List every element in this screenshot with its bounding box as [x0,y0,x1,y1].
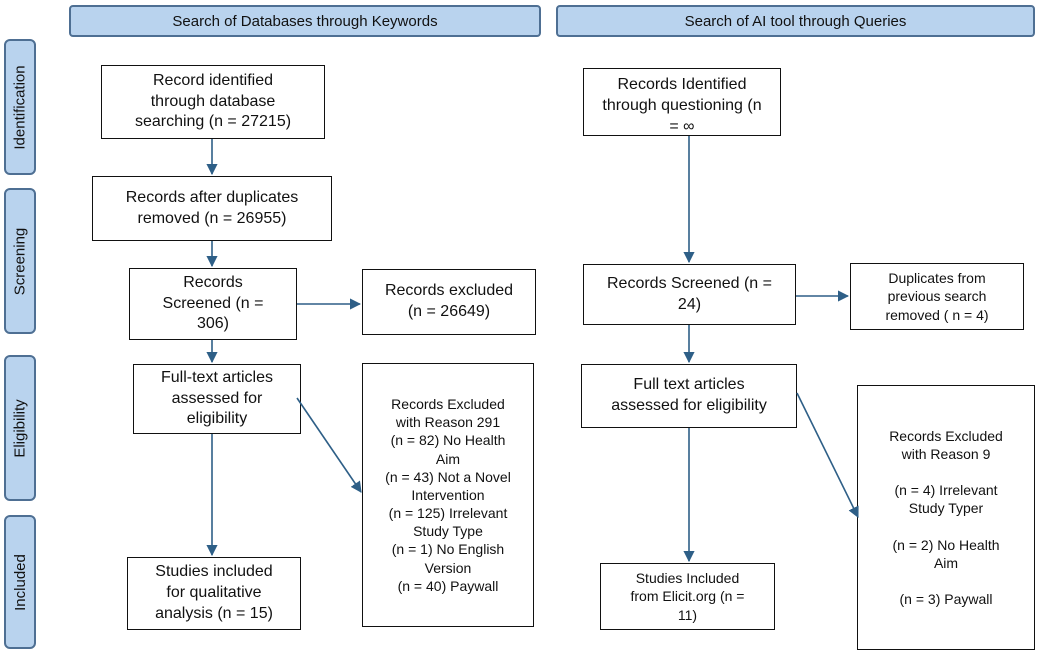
arrow-left-fulltext-to-reasons [296,397,362,493]
left-screened-box: Records Screened (n = 306) [129,268,297,340]
phase-identification: Identification [4,39,36,175]
phase-eligibility: Eligibility [4,355,36,501]
right-excluded-reasons-box: Records Excluded with Reason 9 (n = 4) I… [857,385,1035,650]
arrow-right-fulltext-to-reasons [796,392,859,519]
header-ai-tool: Search of AI tool through Queries [556,5,1035,37]
left-duplicates-removed-box: Records after duplicates removed (n = 26… [92,176,332,241]
right-screened-box: Records Screened (n = 24) [583,264,796,325]
left-excluded-reasons-box: Records Excluded with Reason 291 (n = 82… [362,363,534,627]
right-fulltext-box: Full text articles assessed for eligibil… [581,364,797,428]
left-included-box: Studies included for qualitative analysi… [127,557,301,630]
left-excluded-box: Records excluded (n = 26649) [362,269,536,335]
header-databases: Search of Databases through Keywords [69,5,541,37]
phase-screening: Screening [4,188,36,334]
right-included-box: Studies Included from Elicit.org (n = 11… [600,563,775,630]
left-identified-box: Record identified through database searc… [101,65,325,139]
right-identified-box: Records Identified through questioning (… [583,68,781,136]
right-duplicates-box: Duplicates from previous search removed … [850,263,1024,330]
phase-included: Included [4,515,36,649]
left-fulltext-box: Full-text articles assessed for eligibil… [133,364,301,434]
